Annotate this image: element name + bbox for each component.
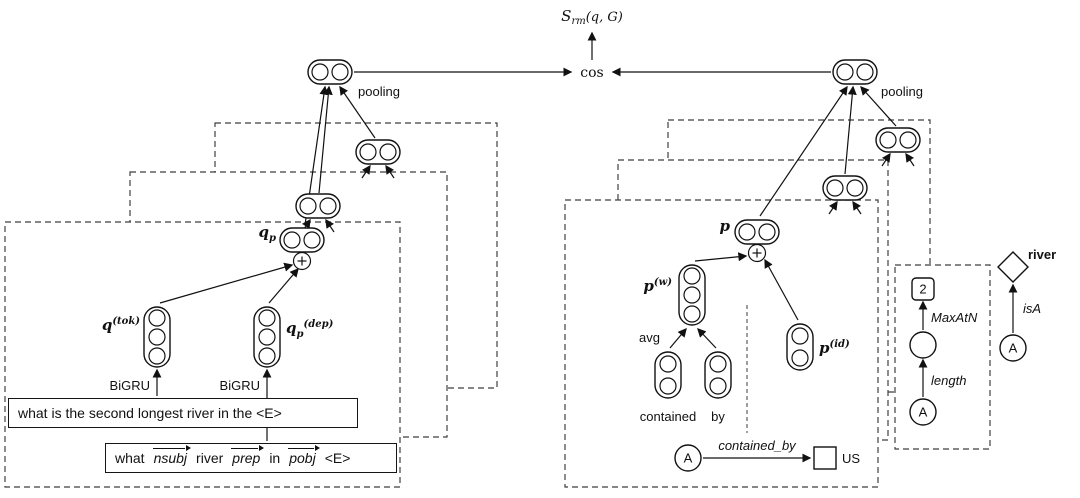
dep-token-river: river: [196, 450, 224, 466]
arrow-stub-phidden2-left: [828, 200, 838, 215]
feature-a-node: [909, 398, 937, 426]
arrow-stub-qhidden2-right: [325, 218, 335, 233]
dep-token-nsubj: nsubj: [152, 445, 192, 466]
dep-token-pobj: pobj: [288, 445, 321, 466]
word-by-label: by: [711, 409, 725, 424]
arrow-p-to-pooling: [759, 85, 848, 217]
pw-label: p(w): [643, 277, 672, 295]
isa-label: isA: [1023, 301, 1041, 316]
p-sum-icon: [747, 243, 767, 263]
arrow-qdep-to-sum: [268, 267, 299, 304]
bigru-tok-label: BiGRU: [110, 378, 150, 393]
word-contained-label: contained: [640, 409, 696, 424]
count-value: 2: [919, 282, 926, 297]
arrow-stub-phidden3-left: [881, 152, 891, 167]
feature-box: [894, 264, 991, 450]
cos-label: cos: [580, 65, 603, 81]
bigru-dep-label: BiGRU: [220, 378, 260, 393]
arrow-qhidden3-to-pooling: [339, 85, 376, 139]
query-sentence-box: what is the second longest river in the …: [8, 398, 358, 428]
qtok-label: q(tok): [102, 316, 140, 334]
avg-label: avg: [639, 330, 660, 345]
river-label: river: [1028, 247, 1056, 262]
maxatn-label: MaxAtN: [931, 310, 978, 325]
arrow-phidden3-to-pooling: [860, 85, 897, 127]
arrow-stub-phidden3-right: [905, 152, 915, 167]
qtok-encoder-unit: [143, 306, 171, 368]
query-hidden-unit-3: [355, 139, 401, 165]
arrow-phidden2-to-pooling: [844, 85, 857, 175]
entity-a-node: [999, 334, 1027, 362]
pw-embedding-unit: [678, 264, 706, 326]
arrow-pid-to-sum: [764, 258, 799, 321]
pid-label: p(id): [819, 339, 850, 357]
river-type-node: [997, 251, 1029, 283]
dep-token-prep: prep: [231, 445, 265, 466]
dep-token-entity: <E>: [324, 450, 351, 466]
query-hidden-unit-2: [295, 193, 341, 219]
qp-sum-icon: [292, 251, 312, 271]
score-label: Srm(q, G): [561, 7, 623, 27]
arrow-contained-to-pw: [669, 327, 687, 349]
entity-a-text: A: [1009, 341, 1018, 356]
path-panel-1: [564, 199, 879, 488]
dep-token-what: what: [115, 450, 145, 466]
query-panel-1: [4, 221, 401, 488]
path-pooling-unit: [832, 59, 878, 85]
edge-source-a-node: [674, 444, 702, 472]
dep-token-in: in: [269, 450, 281, 466]
length-label: length: [931, 373, 966, 388]
query-sentence-text: what is the second longest river in the …: [18, 405, 282, 421]
edge-source-a-text: A: [684, 451, 693, 466]
arrow-pw-to-sum: [694, 252, 748, 262]
path-pooling-label: pooling: [881, 84, 923, 99]
qdep-label: qp(dep): [286, 319, 334, 340]
qdep-encoder-unit: [253, 306, 281, 368]
length-fn-node: [909, 331, 937, 359]
arrow-stub-qhidden3-right: [385, 164, 395, 179]
arrow-by-to-pw: [697, 328, 717, 349]
p-label: p: [720, 217, 731, 235]
containedby-relation-label: contained_by: [718, 438, 797, 453]
arrow-qtok-to-sum: [159, 262, 294, 304]
word-by-unit: [704, 351, 732, 399]
count-node: [911, 277, 935, 301]
dependency-sentence-box: what nsubj river prep in pobj <E>: [105, 443, 397, 473]
path-hidden-unit-3: [875, 127, 921, 153]
us-grounding-node: [813, 446, 837, 470]
us-label: US: [842, 451, 860, 466]
word-contained-unit: [654, 351, 682, 399]
pid-embedding-unit: [786, 323, 814, 371]
arrow-stub-qhidden3-left: [361, 164, 371, 179]
feature-a-text: A: [919, 405, 928, 420]
arrow-qhidden2-to-pooling: [318, 85, 333, 194]
qp-label: qp: [259, 223, 277, 244]
p-embedding-unit: [734, 219, 780, 245]
query-pooling-label: pooling: [358, 84, 400, 99]
path-hidden-unit-2: [822, 175, 868, 201]
arrow-stub-phidden2-right: [852, 200, 862, 215]
query-pooling-unit: [307, 59, 353, 85]
qp-embedding-unit: [279, 227, 325, 253]
